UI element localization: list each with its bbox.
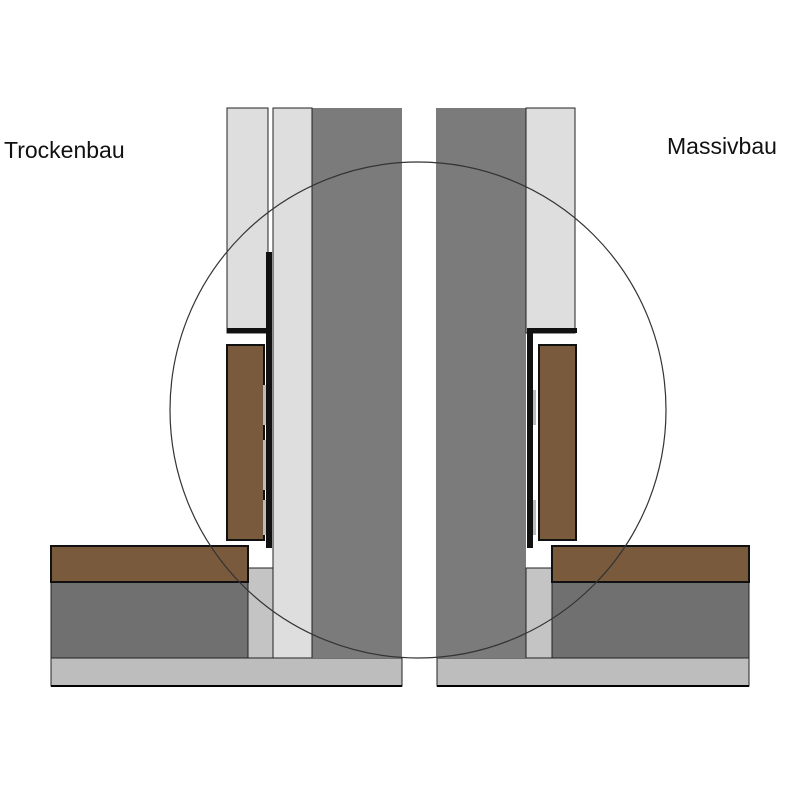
right-wall [436,108,526,658]
right-screed [551,581,750,659]
left-profile [227,252,272,548]
right-profile [527,328,577,548]
right-gap [525,567,553,659]
left-board-inner [272,107,313,659]
left-board-outer [226,107,269,334]
right-plaster [525,107,576,334]
left-gap [247,567,274,659]
left-wall [312,108,402,658]
label-massivbau: Massivbau [667,133,777,159]
right-section [436,107,750,687]
right-skirting [538,344,577,541]
left-screed [50,581,249,659]
left-section [50,107,403,687]
left-skirting [226,344,265,541]
detail-circle [169,161,667,659]
left-slab [50,657,403,687]
label-trockenbau: Trockenbau [4,137,125,163]
left-floor [50,545,249,583]
right-slab [436,657,750,687]
right-floor [551,545,750,583]
